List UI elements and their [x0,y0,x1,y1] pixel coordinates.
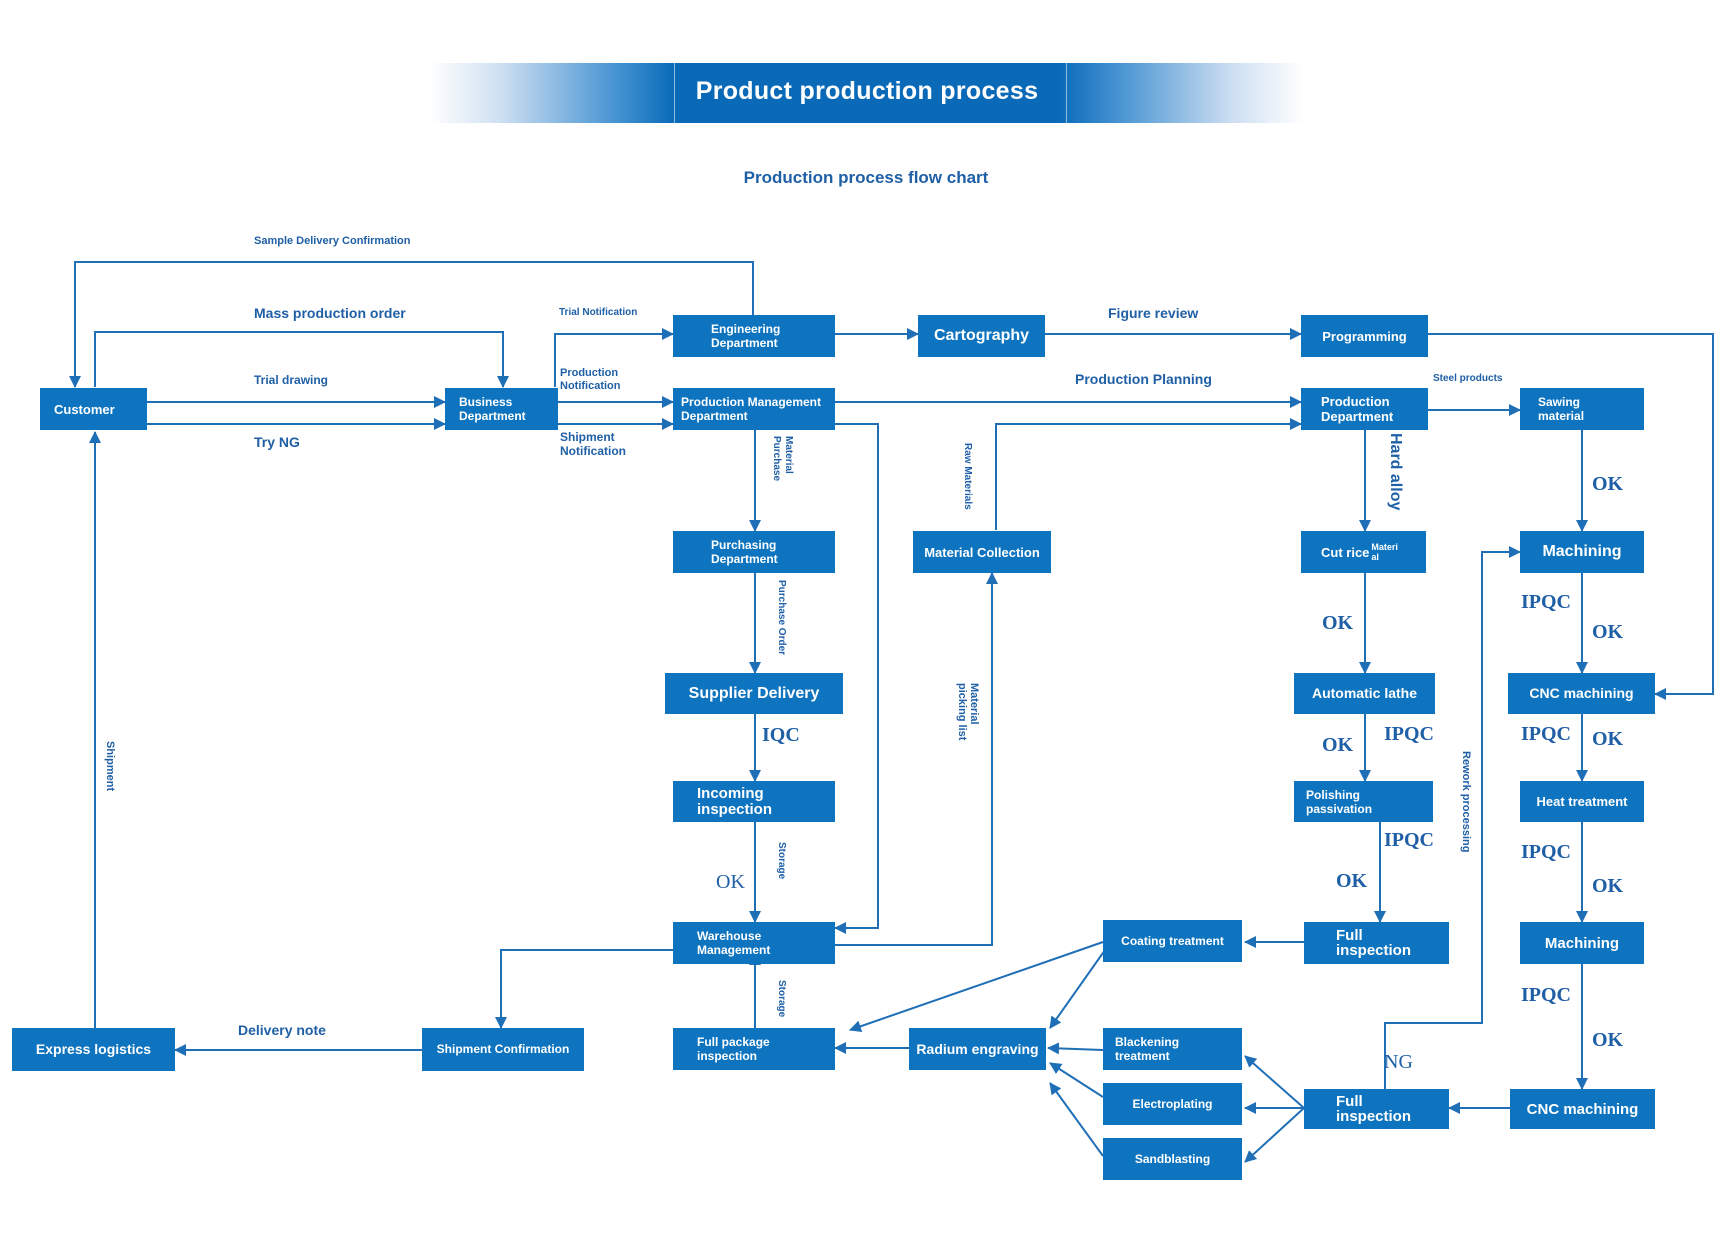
node-blackening-treatment: Blackening treatment [1103,1028,1242,1070]
node-radium-engraving: Radium engraving [909,1028,1046,1070]
label-ipqc-machining-2: IPQC [1521,984,1571,1006]
node-automatic-lathe: Automatic lathe [1294,673,1435,714]
label-production-notification: Production Notification [560,367,621,392]
cut-rice-label: Cut rice [1321,544,1370,560]
label-hard-alloy: Hard alloy [1387,433,1404,511]
node-full-inspection-2: Full inspection [1304,1089,1449,1129]
node-sandblasting: Sandblasting [1103,1138,1242,1180]
edge-raw-materials [995,418,1302,530]
label-shipment: Shipment [104,741,116,792]
node-supplier-delivery: Supplier Delivery [665,673,843,714]
label-trial-drawing: Trial drawing [254,373,329,387]
label-ipqc-heat: IPQC [1521,841,1571,863]
node-polishing-passivation: Polishing passivation [1294,781,1433,822]
label-ok-sawing: OK [1592,473,1624,495]
label-ipqc-polishing: IPQC [1384,829,1434,851]
label-shipment-notification: Shipment Notification [560,430,626,458]
label-ok-polishing: OK [1336,870,1368,892]
edge-coating-radium [1049,949,1106,1029]
node-cnc-machining-1: CNC machining [1508,673,1655,714]
banner-divider-left [674,63,675,123]
edge-insp-sandblasting [1244,1107,1305,1163]
node-incoming-inspection: Incoming inspection [673,781,835,822]
node-sawing-material: Sawing material [1520,388,1644,430]
node-material-collection: Material Collection [913,531,1051,573]
label-ng: NG [1384,1051,1413,1073]
label-production-planning: Production Planning [1075,371,1212,387]
label-ipqc-machining-1: IPQC [1521,591,1571,613]
page-title: Product production process [695,77,1039,105]
label-ipqc-cnc-1: IPQC [1521,723,1571,745]
edge-rework [1384,546,1521,1089]
edge-material-picking [835,572,998,946]
label-ok-cnc-1: OK [1592,728,1624,750]
edge-programming-cnc [1428,333,1714,700]
node-machining-2: Machining [1520,922,1644,964]
label-try-ng: Try NG [254,434,300,450]
node-production-department: Production Department [1301,388,1428,430]
label-purchase-order: Purchase Order [776,580,787,656]
node-engineering-department: Engineering Department [673,315,835,357]
node-purchasing-department: Purchasing Department [673,531,835,573]
node-coating-treatment: Coating treatment [1103,920,1242,962]
banner-divider-right [1066,63,1067,123]
label-ok-lathe: OK [1322,734,1354,756]
node-electroplating: Electroplating [1103,1083,1242,1125]
node-full-inspection-1: Full inspection [1304,922,1449,964]
cut-rice-sub-label: Materi al [1371,542,1398,562]
chart-subtitle: Production process flow chart [743,168,989,187]
edge-sandblasting-radium [1049,1082,1104,1157]
title-banner: Product production process [430,63,1304,123]
node-heat-treatment: Heat treatment [1520,781,1644,822]
node-cartography: Cartography [918,315,1045,357]
node-shipment-confirmation: Shipment Confirmation [422,1028,584,1071]
label-material-purchase: Material Purchase [771,436,794,482]
label-raw-materials: Raw Materials [962,443,973,510]
node-customer: Customer [40,388,147,430]
node-machining-1: Machining [1520,531,1644,573]
label-steel-products: Steel products [1433,373,1503,384]
label-material-picking-list: Material picking list [956,683,980,741]
node-business-department: Business Department [445,388,558,430]
label-sample-delivery: Sample Delivery Confirmation [254,235,411,247]
node-full-package-inspection: Full package inspection [673,1028,835,1070]
node-cnc-machining-2: CNC machining [1510,1089,1655,1129]
label-mass-order: Mass production order [254,305,406,321]
edge-coating-package [849,941,1104,1033]
edge-insp-blackening [1244,1055,1305,1109]
edge-sample-delivery [69,261,754,388]
label-storage-2: Storage [776,980,787,1018]
node-production-management-department: Production Management Department [673,388,835,430]
label-ok-cut-rice: OK [1322,612,1354,634]
label-ok-machining-1: OK [1592,621,1624,643]
label-delivery-note: Delivery note [238,1022,326,1038]
edge-pm-warehouse [834,423,879,934]
edge-wh-shipment [495,949,673,1029]
label-ipqc-lathe: IPQC [1384,723,1434,745]
edge-mass-order [94,331,509,388]
label-iqc: IQC [762,724,800,746]
edge-electroplating-radium [1049,1062,1104,1098]
node-express-logistics: Express logistics [12,1028,175,1071]
node-warehouse-management: Warehouse Management [673,922,835,964]
label-storage-1: Storage [776,842,787,880]
label-trial-notification: Trial Notification [559,307,638,318]
label-ok-heat: OK [1592,875,1624,897]
node-programming: Programming [1301,315,1428,357]
label-figure-review: Figure review [1108,305,1199,321]
label-ok-incoming: OK [716,871,745,893]
label-rework-processing: Rework processing [1460,751,1472,853]
edge-trial-notification [554,328,674,387]
label-ok-machining-2: OK [1592,1029,1624,1051]
edge-blackening-radium [1047,1042,1104,1055]
